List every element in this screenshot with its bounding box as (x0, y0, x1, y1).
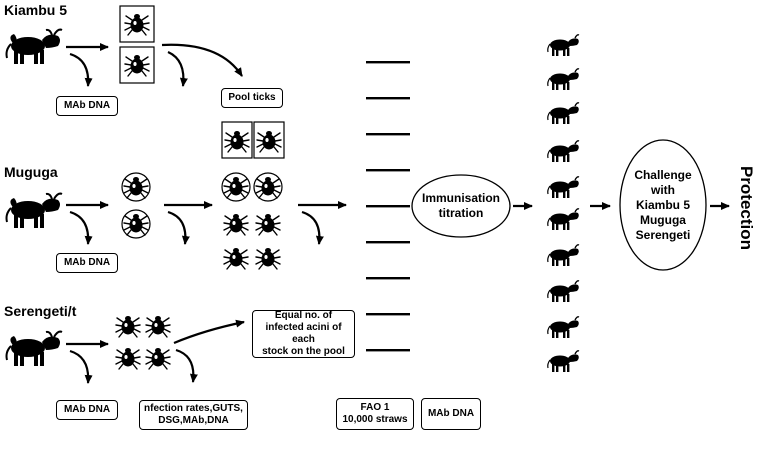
tick-icon (255, 247, 281, 270)
stock-label-kiambu: Kiambu 5 (4, 2, 68, 18)
arrow (167, 210, 190, 245)
stock-label-muguga: Muguga (4, 164, 58, 180)
calf-icon (547, 140, 580, 163)
calf-icon (547, 350, 580, 373)
calf-icon (547, 102, 580, 125)
arrow (167, 50, 188, 87)
arrow (301, 210, 324, 245)
mab-dna-box: MAb DNA (56, 253, 118, 273)
fao-box: FAO 1 10,000 straws (336, 398, 414, 430)
calf-icon (547, 244, 580, 267)
arrow (175, 348, 198, 383)
calf-icon (547, 68, 580, 91)
immunisation-label: Immunisation titration (421, 191, 500, 220)
arrow (161, 43, 243, 77)
tick-icon (115, 347, 141, 370)
tick-icon (145, 347, 171, 370)
calf-icon (547, 316, 580, 339)
tick-icon (223, 247, 249, 270)
arrow (69, 210, 93, 245)
stock-label-serengeti: Serengeti/t (4, 303, 77, 319)
bull-icon (5, 192, 63, 229)
calf-icon (547, 34, 580, 57)
arrow (173, 319, 245, 345)
calf-column (547, 34, 580, 373)
bull-icon (5, 330, 63, 367)
tick-icon (145, 315, 171, 338)
arrow (69, 52, 93, 87)
pool-ticks-box: Pool ticks (221, 88, 283, 108)
calf-icon (547, 176, 580, 199)
calf-icon (547, 280, 580, 303)
straw-bars (366, 61, 410, 352)
tick-icon (223, 213, 249, 236)
tick-icon (255, 213, 281, 236)
mab-dna-box: MAb DNA (56, 96, 118, 116)
challenge-ellipse (619, 139, 707, 271)
bull-icon (5, 28, 63, 65)
protection-label: Protection (737, 165, 756, 251)
infection-rates-box: nfection rates,GUTS, DSG,MAb,DNA (139, 400, 248, 430)
immunisation-ellipse (411, 174, 511, 238)
tick-icon (115, 315, 141, 338)
mab-dna-box: MAb DNA (421, 398, 481, 430)
mab-dna-box: MAb DNA (56, 400, 118, 420)
challenge-label: Challenge with Kiambu 5 Muguga Serengeti (634, 167, 692, 242)
arrow (69, 349, 93, 384)
equal-acini-box: Equal no. of infected acini of each stoc… (252, 310, 355, 358)
calf-icon (547, 208, 580, 231)
